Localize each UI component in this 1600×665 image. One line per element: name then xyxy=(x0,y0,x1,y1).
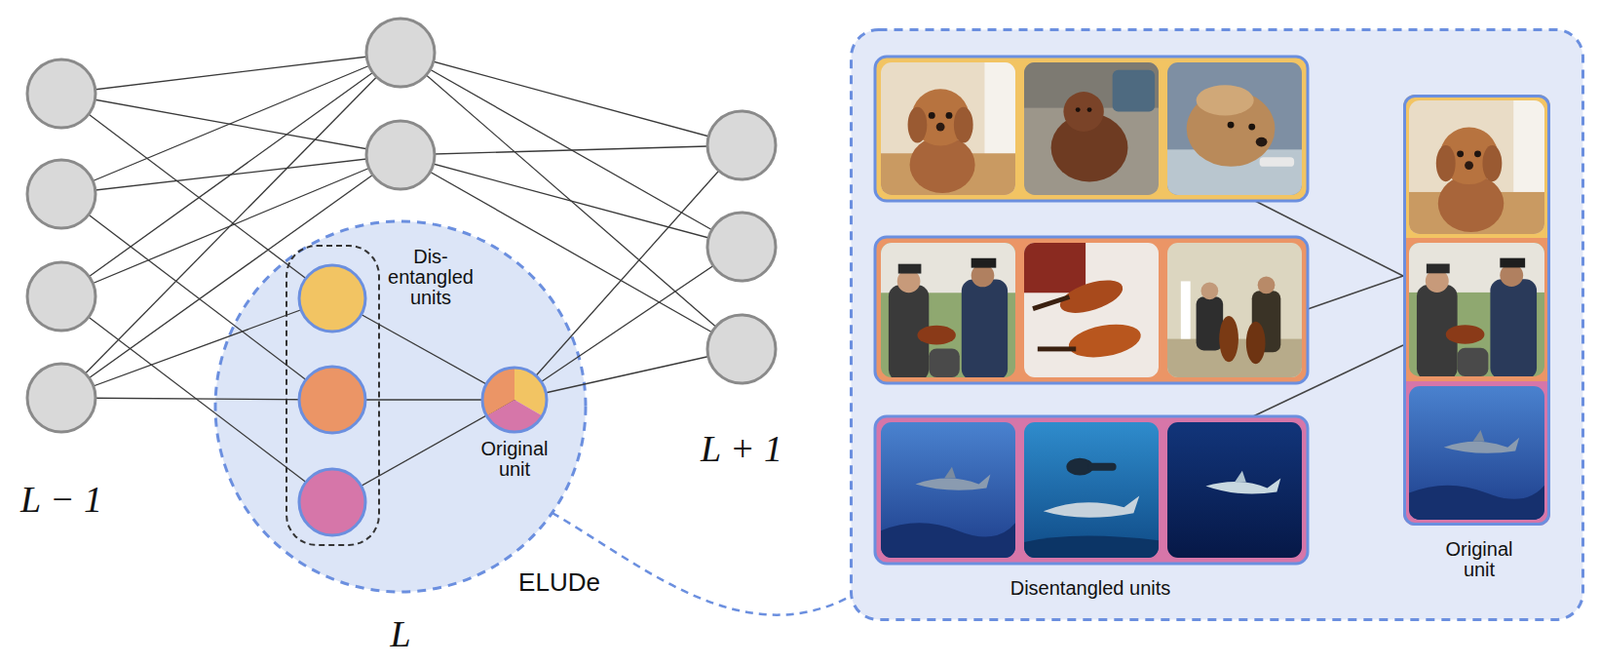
disentangled-group: Dis- entangled units xyxy=(285,244,381,546)
pie-unit xyxy=(480,365,549,434)
shark-photo xyxy=(1409,385,1545,520)
violin-photo xyxy=(1409,242,1545,381)
panel-rect xyxy=(851,30,1584,620)
original-unit-circle: Original unit xyxy=(480,365,549,434)
disentangled-units xyxy=(299,265,366,535)
original-unit-images xyxy=(1403,94,1551,526)
dog-photo xyxy=(1167,62,1302,195)
dog-photo xyxy=(1024,62,1159,195)
unit-label: Original unit xyxy=(470,438,559,480)
unit-label: Disentangled units xyxy=(944,577,1237,599)
shark-photo xyxy=(1024,421,1159,558)
pie-outline xyxy=(482,367,547,432)
dog-photo xyxy=(880,62,1016,195)
zoom-connector xyxy=(552,512,850,615)
shark-photo xyxy=(880,421,1016,558)
violin-photo xyxy=(880,242,1016,381)
layer-label: L xyxy=(371,612,430,656)
unit-label: Original unit xyxy=(1430,538,1528,580)
original-unit-column: Original unit xyxy=(1403,94,1551,526)
layer-label: L − 1 xyxy=(17,478,106,522)
elude-region: ELUDeDis- entangled unitsOriginal unit xyxy=(213,219,588,594)
unit-label: Dis- entangled units xyxy=(383,246,478,309)
violin-photo xyxy=(1167,242,1302,378)
pie-slice xyxy=(482,367,515,417)
layer-label: L + 1 xyxy=(692,427,791,471)
shark-photo xyxy=(1167,421,1302,558)
row-images xyxy=(880,62,1302,558)
dog-photo xyxy=(1409,100,1545,234)
region-circle xyxy=(215,221,586,592)
panel-outline xyxy=(849,28,1585,621)
unit-label: ELUDe xyxy=(505,569,613,597)
image-rows xyxy=(875,56,1308,564)
zoom-panel: Disentangled units Original unit xyxy=(849,28,1585,621)
violin-photo xyxy=(1024,242,1159,378)
